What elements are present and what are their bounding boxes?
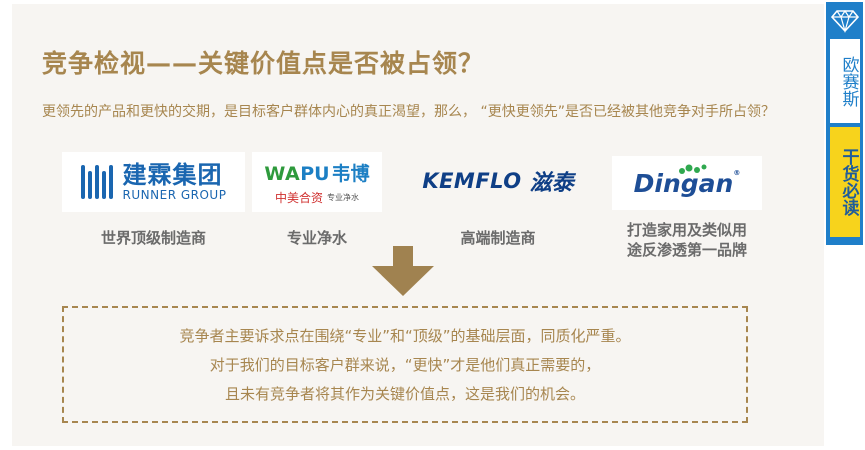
caption-wapu: 专业净水 [286, 229, 347, 247]
caption-dingan: 打造家用及类似用 途反渗透第一品牌 [604, 220, 770, 260]
dingan-logo-text: Dingan [633, 168, 734, 198]
summary-line-1: 竞争者主要诉求点在围绕“专业”和“顶级”的基础层面，同质化严重。 [179, 327, 631, 345]
intro-paragraph: 更领先的产品和更快的交期，是目标客户群体内心的真正渴望，那么， “更快更领先”是… [42, 104, 775, 120]
side-badge: 欧赛斯 干货必读 [826, 2, 863, 245]
page-title: 竞争检视——关键价值点是否被占领？ [42, 49, 485, 78]
caption-kemflo: 高端制造商 [460, 229, 536, 247]
runner-logo-cn: 建霖集团 [122, 161, 223, 189]
wapu-logo-jv: 中美合资 [274, 190, 323, 205]
diamond-icon [830, 9, 859, 33]
runner-mark-icon [80, 165, 115, 199]
wapu-logo-cn: 韦博 [331, 162, 370, 185]
kemflo-logo: KEMFLO 滋泰 [408, 158, 588, 204]
registered-mark: ® [733, 168, 741, 177]
runner-group-logo: 建霖集团 RUNNER GROUP [62, 152, 245, 212]
summary-line-3: 且未有竞争者将其作为关键价值点，这是我们的机会。 [224, 385, 585, 403]
wapu-logo-sub: 专业净水 [327, 192, 359, 202]
caption-dingan-line2: 途反渗透第一品牌 [626, 241, 747, 259]
badge-tag: 干货必读 [829, 127, 860, 237]
down-arrow-icon [372, 246, 434, 296]
dingan-logo: Dingan® [612, 156, 762, 210]
wapu-logo-wa: WA [264, 162, 301, 185]
caption-runner: 世界顶级制造商 [100, 229, 206, 247]
bubbles-icon [678, 164, 707, 174]
wapu-logo-pu: PU [300, 162, 330, 185]
kemflo-logo-en: KEMFLO [422, 169, 522, 193]
kemflo-logo-cn: 滋泰 [529, 171, 574, 196]
caption-dingan-line1: 打造家用及类似用 [626, 221, 747, 239]
runner-logo-en: RUNNER GROUP [122, 188, 227, 202]
badge-brand: 欧赛斯 [829, 39, 860, 123]
summary-box: 竞争者主要诉求点在围绕“专业”和“顶级”的基础层面，同质化严重。 对于我们的目标… [62, 306, 748, 423]
slide-panel [12, 4, 824, 446]
summary-line-2: 对于我们的目标客户群来说，“更快”才是他们真正需要的， [209, 356, 601, 374]
